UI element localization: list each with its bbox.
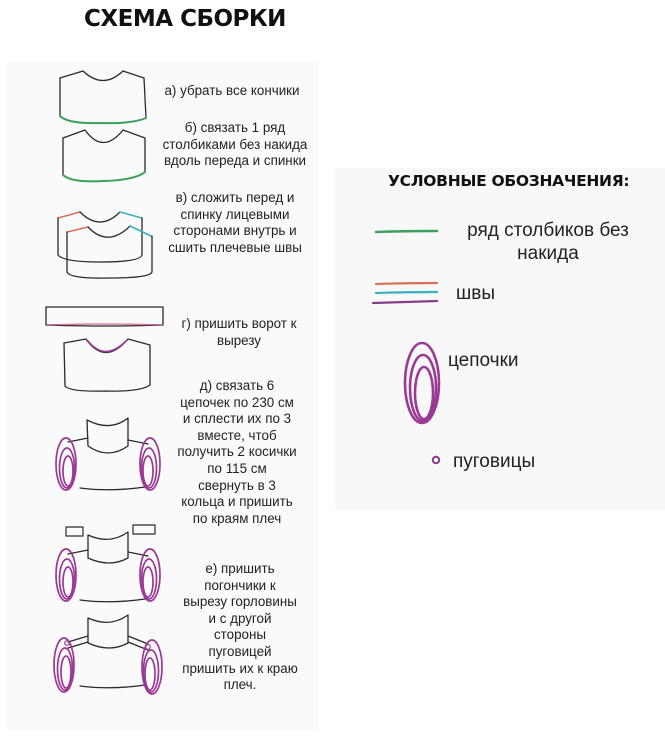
- step-d-line: по краям плеч: [192, 510, 282, 526]
- legend-label: швы: [456, 283, 495, 304]
- legend-item-buttons: пуговицы: [453, 450, 535, 473]
- legend-item-single-crochet: ряд столбиков без накида: [448, 219, 648, 265]
- step-d-rings-icon: [55, 417, 161, 491]
- step-b-line: б) связать 1 ряд: [184, 120, 286, 135]
- step-d-line: цепочек по 230 см: [180, 394, 294, 410]
- step-e-final-garment-icon: [53, 614, 163, 695]
- step-b-garment-icon: [62, 129, 146, 183]
- step-b-line: столбиками без накида: [162, 136, 308, 152]
- step-d-line: свернуть в 3: [198, 477, 276, 493]
- step-g-collar-icon: [45, 306, 164, 392]
- step-v-line: в) сложить перед и: [175, 190, 295, 205]
- step-v-line: спинку лицевыми: [180, 206, 290, 222]
- step-v-line: сшить плечевые швы: [168, 239, 302, 255]
- chain-rings-icon: [403, 341, 441, 425]
- step-d-line: д) связать 6: [199, 378, 275, 393]
- legend-item-seams: швы: [456, 282, 495, 305]
- page-title: СХЕМА СБОРКИ: [84, 6, 286, 32]
- step-e-straps-icon: [55, 524, 161, 603]
- step-e-line: пришить их к краю: [182, 660, 298, 676]
- legend-title: УСЛОВНЫЕ ОБОЗНАЧЕНИЯ:: [388, 172, 630, 190]
- step-e-line: и с другой: [208, 610, 272, 626]
- step-a-line: а) убрать все кончики: [164, 83, 300, 98]
- step-v-line: сторонами внутрь и: [173, 223, 297, 239]
- step-d-line: кольца и пришить: [181, 494, 293, 510]
- legend-label: пуговицы: [453, 451, 536, 472]
- step-a-text: а) убрать все кончики: [152, 83, 312, 100]
- step-b-line: вдоль переда и спинки: [163, 153, 307, 169]
- legend-item-chains: цепочки: [448, 349, 519, 372]
- step-b-text: б) связать 1 ряд столбиками без накида в…: [150, 120, 320, 170]
- step-d-line: вместе, чтоб: [197, 427, 277, 443]
- step-v-text: в) сложить перед и спинку лицевыми сторо…: [150, 190, 320, 256]
- step-e-text: е) пришить погончики к вырезу горловины …: [165, 561, 315, 694]
- step-e-line: е) пришить: [205, 561, 275, 576]
- step-e-line: плеч.: [223, 677, 257, 693]
- step-e-line: вырезу горловины: [183, 594, 297, 610]
- legend-panel: [335, 168, 665, 510]
- step-d-line: и сплести их по 3: [182, 411, 292, 427]
- button-dot-icon: [431, 455, 441, 465]
- step-g-line: г) пришить ворот к: [181, 316, 297, 331]
- legend-label: накида: [517, 243, 579, 264]
- step-v-folded-pieces-icon: [57, 211, 153, 279]
- step-e-line: пуговицей: [208, 643, 272, 659]
- step-e-line: стороны: [213, 627, 267, 643]
- legend-label: ряд столбиков без: [467, 220, 629, 241]
- step-g-line: вырезу: [216, 332, 262, 348]
- step-d-line: по 115 см: [207, 460, 267, 476]
- green-line-icon: [374, 229, 439, 234]
- step-g-text: г) пришить ворот к вырезу: [164, 316, 314, 349]
- step-d-text: д) связать 6 цепочек по 230 см и сплести…: [162, 378, 312, 527]
- seam-lines-icon: [371, 281, 439, 305]
- assembly-steps-panel: [6, 62, 318, 730]
- step-a-garment-icon: [59, 70, 147, 125]
- step-e-line: погончики к: [204, 577, 276, 593]
- legend-label: цепочки: [448, 350, 519, 371]
- step-d-line: получить 2 косички: [177, 444, 297, 460]
